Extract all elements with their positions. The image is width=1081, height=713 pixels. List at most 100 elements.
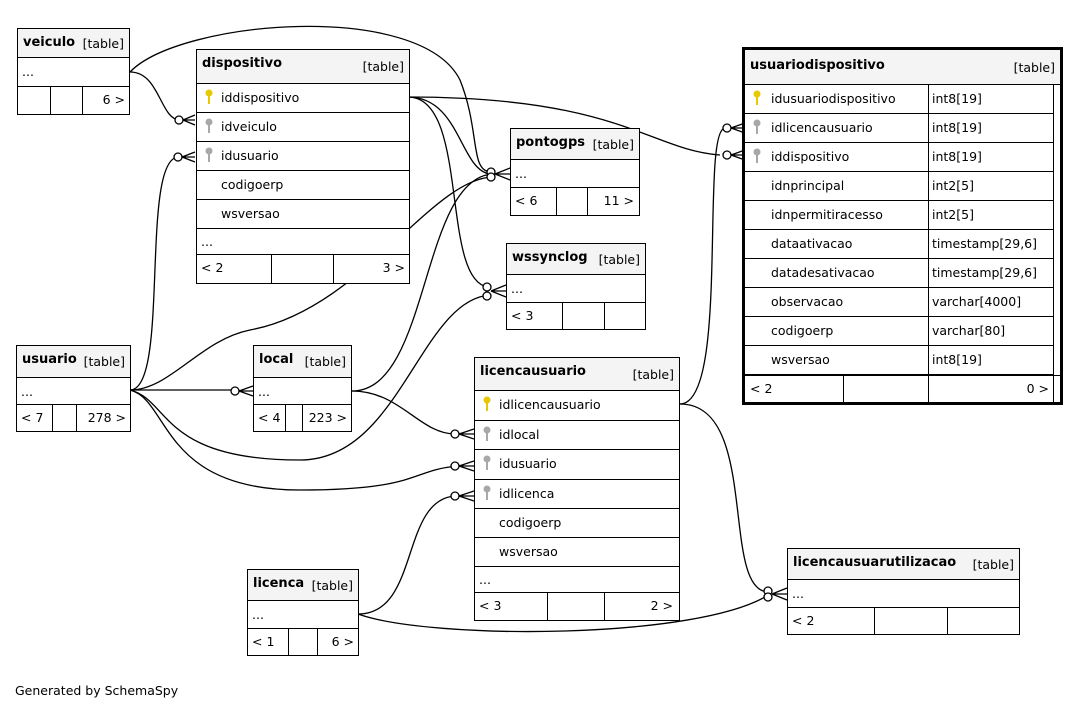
column-name: idlicencausuario	[499, 397, 601, 412]
primary-key-icon	[205, 89, 213, 104]
scroll-divider	[1053, 85, 1054, 375]
column-type: int8[19]	[932, 91, 982, 106]
column-row[interactable]: idveiculo	[197, 113, 409, 142]
column-row[interactable]: idusuariodispositivo int8[19]	[745, 85, 1054, 114]
column-row[interactable]: codigoerp	[475, 509, 679, 538]
column-row[interactable]: idlicenca	[475, 480, 679, 509]
nav-children[interactable]	[948, 608, 1019, 634]
nav-parents[interactable]	[18, 87, 51, 114]
nav-middle	[844, 376, 929, 402]
nav-parents[interactable]: < 3	[475, 593, 548, 620]
foreign-key-icon	[753, 148, 761, 163]
nav-children[interactable]: 223 >	[308, 410, 347, 425]
table-licencausuarutilizacao[interactable]: licencausuarutilizacao [table] ... < 2	[787, 548, 1020, 635]
column-name: iddispositivo	[221, 90, 300, 105]
column-row[interactable]: datadesativacao timestamp[29,6]	[745, 259, 1054, 288]
column-row[interactable]: idusuario	[475, 450, 679, 480]
column-type: int8[19]	[932, 120, 982, 135]
column-row[interactable]: observacao varchar[4000]	[745, 288, 1054, 317]
column-row[interactable]: idnprincipal int2[5]	[745, 172, 1054, 201]
foreign-key-icon	[205, 118, 213, 133]
column-name: idnpermitiracesso	[771, 207, 883, 222]
nav-parents[interactable]: < 2	[745, 376, 844, 402]
table-name[interactable]: dispositivo	[202, 56, 283, 71]
column-row[interactable]: iddispositivo	[197, 84, 409, 113]
nav-children[interactable]: 6 >	[102, 92, 125, 107]
nav-parents[interactable]: < 1	[248, 629, 289, 655]
table-name[interactable]: licencausuarutilizacao	[793, 555, 957, 570]
table-dispositivo[interactable]: dispositivo [table] iddispositivo idveic…	[196, 49, 410, 284]
column-name: idlocal	[499, 427, 540, 442]
table-usuario[interactable]: usuario [table] ... < 7 278 >	[16, 345, 131, 432]
nav-parents[interactable]: < 6	[511, 188, 557, 215]
table-veiculo[interactable]: veiculo [table] ... 6 >	[17, 28, 130, 115]
edge-licenca-utilizacao	[357, 593, 771, 633]
table-tag: [table]	[311, 578, 353, 593]
edge-local-licencausuario	[351, 390, 456, 435]
column-row[interactable]: wsversao int8[19]	[745, 346, 1054, 375]
column-row[interactable]: wsversao	[197, 200, 409, 229]
table-name[interactable]: usuario	[22, 352, 77, 367]
column-row[interactable]: idusuario	[197, 142, 409, 171]
table-name[interactable]: usuariodispositivo	[750, 58, 885, 73]
column-list: idusuariodispositivo int8[19] idlicencau…	[745, 85, 1060, 375]
nav-children[interactable]: 6 >	[331, 634, 354, 649]
column-row[interactable]: idlocal	[475, 421, 679, 450]
nav-children[interactable]: 11 >	[603, 193, 634, 208]
column-name: codigoerp	[221, 177, 284, 192]
nav-parents[interactable]: < 3	[507, 303, 563, 329]
column-type: int2[5]	[932, 178, 974, 193]
column-row[interactable]: dataativacao timestamp[29,6]	[745, 230, 1054, 259]
ellipsis-row: ...	[248, 601, 358, 629]
nav-children[interactable]: 278 >	[87, 410, 126, 425]
nav-children[interactable]: 2 >	[650, 598, 673, 613]
generated-by-footer: Generated by SchemaSpy	[15, 683, 179, 698]
column-name: idusuario	[499, 456, 557, 471]
column-name: wsversao	[221, 206, 280, 221]
column-row[interactable]: codigoerp varchar[80]	[745, 317, 1054, 346]
table-pontogps[interactable]: pontogps [table] ... < 6 11 >	[510, 128, 640, 216]
table-licencausuario[interactable]: licencausuario [table] idlicencausuario …	[474, 357, 680, 621]
foreign-key-icon	[483, 455, 491, 470]
column-name: idlicencausuario	[771, 120, 873, 135]
table-name[interactable]: wssynclog	[512, 250, 588, 265]
edge-usuario-dispositivo	[129, 156, 179, 391]
table-tag: [table]	[304, 354, 346, 369]
table-header: usuariodispositivo [table]	[745, 50, 1060, 85]
nav-parents[interactable]: < 2	[788, 608, 875, 634]
column-row[interactable]: idlicencausuario	[475, 391, 679, 421]
table-local[interactable]: local [table] ... < 4 223 >	[253, 345, 352, 432]
table-wssynclog[interactable]: wssynclog [table] ... < 3	[506, 243, 646, 330]
table-name[interactable]: pontogps	[516, 135, 585, 150]
nav-parents[interactable]: < 2	[197, 255, 272, 283]
nav-middle	[51, 87, 83, 114]
nav-row: 6 >	[18, 87, 129, 114]
table-name[interactable]: local	[259, 352, 294, 367]
nav-children[interactable]: 3 >	[382, 260, 405, 275]
table-name[interactable]: veiculo	[23, 35, 76, 50]
ellipsis: ...	[258, 384, 270, 399]
column-row[interactable]: idnpermitiracesso int2[5]	[745, 201, 1054, 230]
table-tag: [table]	[632, 367, 674, 382]
nav-children[interactable]: 0 >	[929, 376, 1054, 402]
table-usuariodispositivo[interactable]: usuariodispositivo [table] idusuariodisp…	[742, 47, 1063, 405]
table-name[interactable]: licencausuario	[480, 364, 586, 379]
table-header: usuario [table]	[17, 346, 130, 378]
ellipsis-row: ...	[507, 275, 645, 303]
nav-row: < 3	[507, 303, 645, 329]
primary-key-icon	[753, 90, 761, 105]
nav-parents[interactable]: < 4	[254, 405, 286, 431]
column-row[interactable]: wsversao	[475, 538, 679, 567]
column-row[interactable]: codigoerp	[197, 171, 409, 200]
edge-licencausuario-utilizacao	[679, 403, 769, 593]
nav-parents[interactable]: < 7	[17, 405, 53, 431]
column-name: observacao	[771, 294, 844, 309]
table-name[interactable]: licenca	[253, 576, 305, 591]
column-row[interactable]: iddispositivo int8[19]	[745, 143, 1054, 172]
column-row[interactable]: idlicencausuario int8[19]	[745, 114, 1054, 143]
column-type: int8[19]	[932, 352, 982, 367]
nav-middle	[548, 593, 605, 620]
nav-children[interactable]	[605, 303, 645, 329]
table-licenca[interactable]: licenca [table] ... < 1 6 >	[247, 569, 359, 656]
column-name: wsversao	[499, 544, 558, 559]
